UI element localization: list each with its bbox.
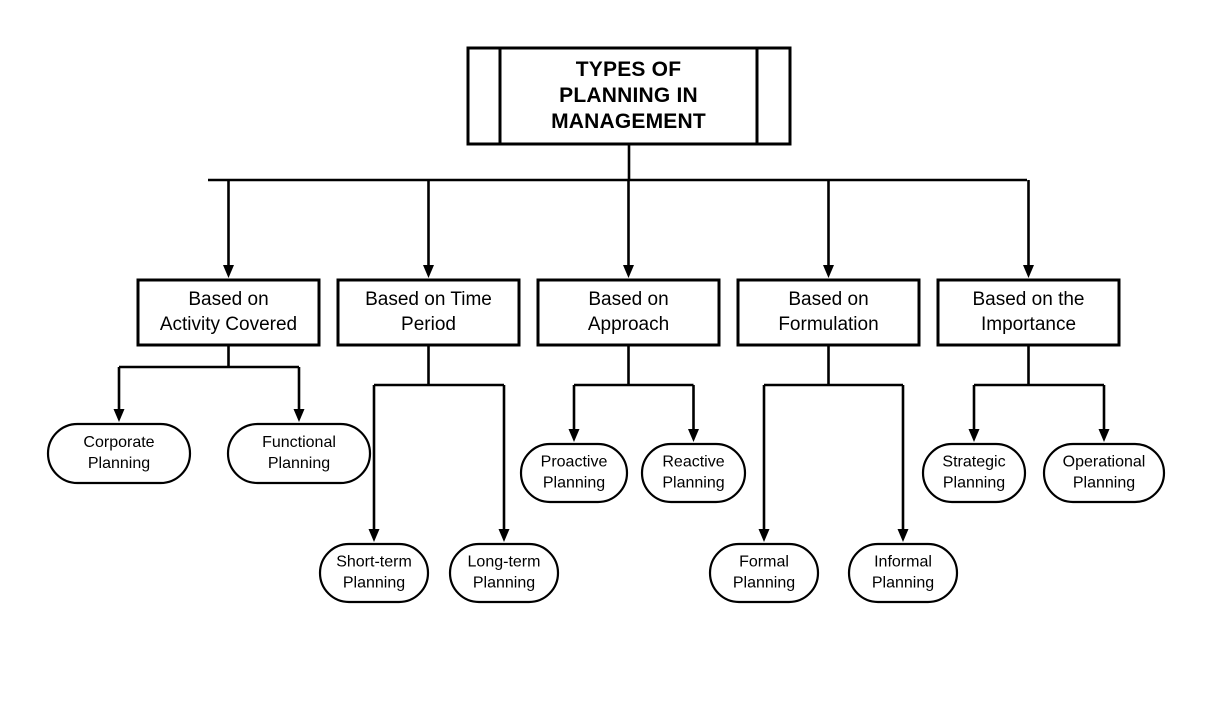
leaf-box-informal-planning[interactable] (847, 542, 959, 604)
leaf-box-reactive-planning[interactable] (640, 442, 747, 504)
arrow-head-icon (568, 429, 580, 442)
arrow-head-icon (1098, 429, 1110, 442)
leaf-box-corporate-planning[interactable] (46, 422, 192, 485)
leaf-box-short-term-planning[interactable] (318, 542, 430, 604)
leaf-box-formal-planning[interactable] (708, 542, 820, 604)
category-box-based-on-time-period[interactable] (336, 278, 521, 347)
arrow-head-icon (223, 265, 234, 278)
arrow-head-icon (368, 529, 380, 542)
title-node-box (466, 46, 792, 146)
category-box-based-on-approach[interactable] (536, 278, 721, 347)
arrow-head-icon (823, 265, 834, 278)
arrow-head-icon (293, 409, 305, 422)
arrow-head-icon (113, 409, 125, 422)
category-box-based-on-formulation[interactable] (736, 278, 921, 347)
arrow-head-icon (623, 265, 634, 278)
arrow-head-icon (897, 529, 909, 542)
category-box-based-on-activity-covered[interactable] (136, 278, 321, 347)
leaf-box-operational-planning[interactable] (1042, 442, 1166, 504)
arrow-head-icon (758, 529, 770, 542)
connectors-layer (113, 144, 1110, 542)
leaf-box-long-term-planning[interactable] (448, 542, 560, 604)
arrow-head-icon (498, 529, 510, 542)
arrow-head-icon (968, 429, 980, 442)
category-box-based-on-the-importance[interactable] (936, 278, 1121, 347)
arrow-head-icon (688, 429, 699, 442)
leaf-box-strategic-planning[interactable] (921, 442, 1027, 504)
arrow-head-icon (423, 265, 434, 278)
leaf-box-proactive-planning[interactable] (519, 442, 629, 504)
leaf-box-functional-planning[interactable] (226, 422, 372, 485)
arrow-head-icon (1023, 265, 1034, 278)
